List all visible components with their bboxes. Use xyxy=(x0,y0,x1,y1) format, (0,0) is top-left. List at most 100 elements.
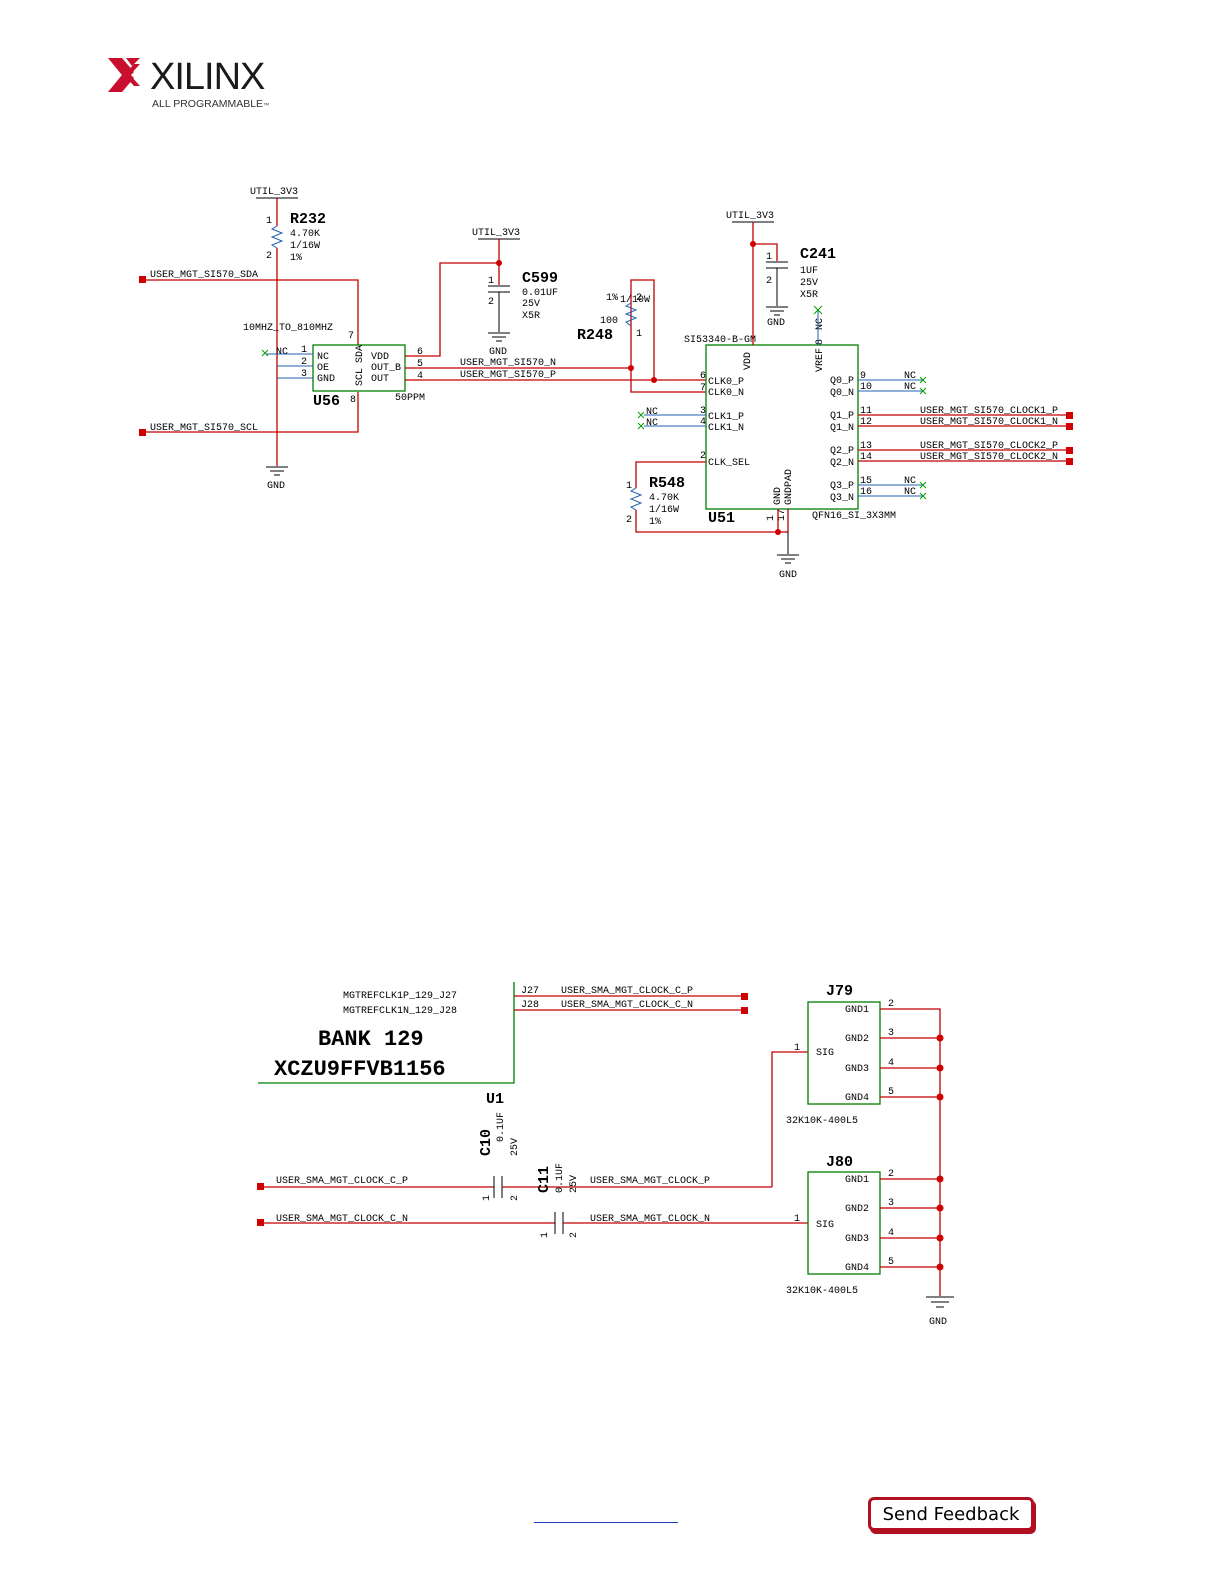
pin-number: 5 xyxy=(888,1257,894,1268)
footer-link[interactable] xyxy=(534,1508,678,1523)
brand-name: XILINX xyxy=(150,56,265,98)
no-connect-icon xyxy=(637,422,645,430)
component-value: 1% xyxy=(649,517,661,528)
nc-label: NC xyxy=(904,371,916,382)
gnd-label: GND xyxy=(929,1317,947,1328)
pin-label: GND1 xyxy=(845,1005,869,1016)
pin-number: 1 xyxy=(766,515,777,521)
pin-label: Q3_P xyxy=(830,481,854,492)
component-value: 1UF xyxy=(800,266,818,277)
pin-label: CLK1_N xyxy=(708,423,744,434)
no-connect-icon xyxy=(637,411,645,419)
pin-number: 1 xyxy=(636,329,642,340)
pin-label: SIG xyxy=(816,1048,834,1059)
pin-number: 1 xyxy=(540,1232,551,1238)
xilinx-logo-mark-icon xyxy=(108,58,140,92)
pin-number: 1 xyxy=(266,216,272,227)
pin-number: 1 xyxy=(794,1043,800,1054)
pin-number: 3 xyxy=(700,406,706,417)
xilinx-logo: XILINX ALL PROGRAMMABLE™ xyxy=(108,56,269,110)
ref-designator: R248 xyxy=(577,327,613,344)
nc-label: NC xyxy=(904,487,916,498)
net-label: USER_MGT_SI570_P xyxy=(460,370,556,381)
pin-number: 13 xyxy=(860,441,872,452)
component-value: 1/10W xyxy=(620,294,650,306)
pin-number: 2 xyxy=(888,1169,894,1180)
pin-number: 5 xyxy=(888,1087,894,1098)
ref-designator: C599 xyxy=(522,270,558,287)
net-label: USER_MGT_SI570_CLOCK2_P xyxy=(920,441,1058,452)
pin-number: 2 xyxy=(626,515,632,526)
ref-designator: C11 xyxy=(536,1166,553,1193)
pin-label: GND xyxy=(773,487,784,505)
part-number: 32K10K-400L5 xyxy=(786,1286,858,1297)
pin-label: OE xyxy=(317,363,329,374)
pin-number: 1 xyxy=(301,345,307,356)
no-connect-icon xyxy=(919,376,927,384)
pin-number: 16 xyxy=(860,487,872,498)
pin-number: 7 xyxy=(348,331,354,342)
pin-label: Q3_N xyxy=(830,493,854,504)
pin-label: OUT xyxy=(371,374,389,385)
ref-designator: U51 xyxy=(708,510,735,527)
nc-label: NC xyxy=(646,407,658,418)
no-connect-icon xyxy=(919,481,927,489)
power-label: UTIL_3V3 xyxy=(472,228,520,239)
pin-label: Q1_P xyxy=(830,411,854,422)
component-value: 4.70K xyxy=(649,493,679,504)
net-label: USER_MGT_SI570_N xyxy=(460,358,556,369)
pin-number: 10 xyxy=(860,382,872,393)
pin-label: GND4 xyxy=(845,1093,869,1104)
pin-label: GND xyxy=(317,374,335,385)
pin-label: MGTREFCLK1N_129_J28 xyxy=(343,1006,457,1017)
pin-number: 17 xyxy=(777,509,788,521)
component-value: 25V xyxy=(522,299,540,310)
send-feedback-button[interactable]: Send Feedback xyxy=(868,1497,1034,1531)
ref-designator: J79 xyxy=(826,983,853,1000)
device-label: XCZU9FFVB1156 xyxy=(274,1057,446,1082)
pin-label: GND2 xyxy=(845,1034,869,1045)
pin-number: J27 xyxy=(521,986,539,997)
component-value: 1/16W xyxy=(290,240,320,252)
component-value: 1% xyxy=(606,293,618,304)
pin-label: SIG xyxy=(816,1220,834,1231)
pin-number: 12 xyxy=(860,417,872,428)
part-number: 32K10K-400L5 xyxy=(786,1116,858,1127)
net-label: USER_SMA_MGT_CLOCK_P xyxy=(590,1176,710,1187)
component-value: 1% xyxy=(290,253,302,264)
pin-label: MGTREFCLK1P_129_J27 xyxy=(343,991,457,1002)
gnd-label: GND xyxy=(489,347,507,358)
ref-designator: J80 xyxy=(826,1154,853,1171)
pin-label: CLK0_P xyxy=(708,377,744,388)
pin-label: GND3 xyxy=(845,1234,869,1245)
nc-label: NC xyxy=(904,476,916,487)
pin-number: 1 xyxy=(626,481,632,492)
pin-number: 1 xyxy=(766,252,772,263)
pin-label: VDD xyxy=(371,352,389,363)
pin-number: 2 xyxy=(888,999,894,1010)
component-value: 0.1UF xyxy=(555,1163,566,1193)
pin-label: VREF xyxy=(815,348,826,372)
pin-label: GND2 xyxy=(845,1204,869,1215)
net-label: USER_SMA_MGT_CLOCK_C_P xyxy=(561,986,693,997)
net-label: USER_MGT_SI570_CLOCK2_N xyxy=(920,452,1058,463)
resistor-icon xyxy=(629,487,643,511)
component-value: 100 xyxy=(600,316,618,327)
net-label: USER_SMA_MGT_CLOCK_C_N xyxy=(276,1214,408,1225)
pin-number: 1 xyxy=(794,1214,800,1225)
osc-frequency: 10MHZ_TO_810MHZ xyxy=(243,323,333,334)
pin-number: 14 xyxy=(860,452,872,463)
power-label: UTIL_3V3 xyxy=(726,211,774,222)
pin-number: 5 xyxy=(417,359,423,370)
pin-label: GND1 xyxy=(845,1175,869,1186)
pin-number: 2 xyxy=(266,251,272,262)
pin-number: 4 xyxy=(700,417,706,428)
net-label: USER_SMA_MGT_CLOCK_C_N xyxy=(561,1000,693,1011)
component-value: X5R xyxy=(522,311,540,322)
nc-label: NC xyxy=(276,347,288,358)
pin-label: Q1_N xyxy=(830,423,854,434)
pin-label: Q2_N xyxy=(830,458,854,469)
pin-number: 6 xyxy=(417,347,423,358)
no-connect-icon xyxy=(919,492,927,500)
